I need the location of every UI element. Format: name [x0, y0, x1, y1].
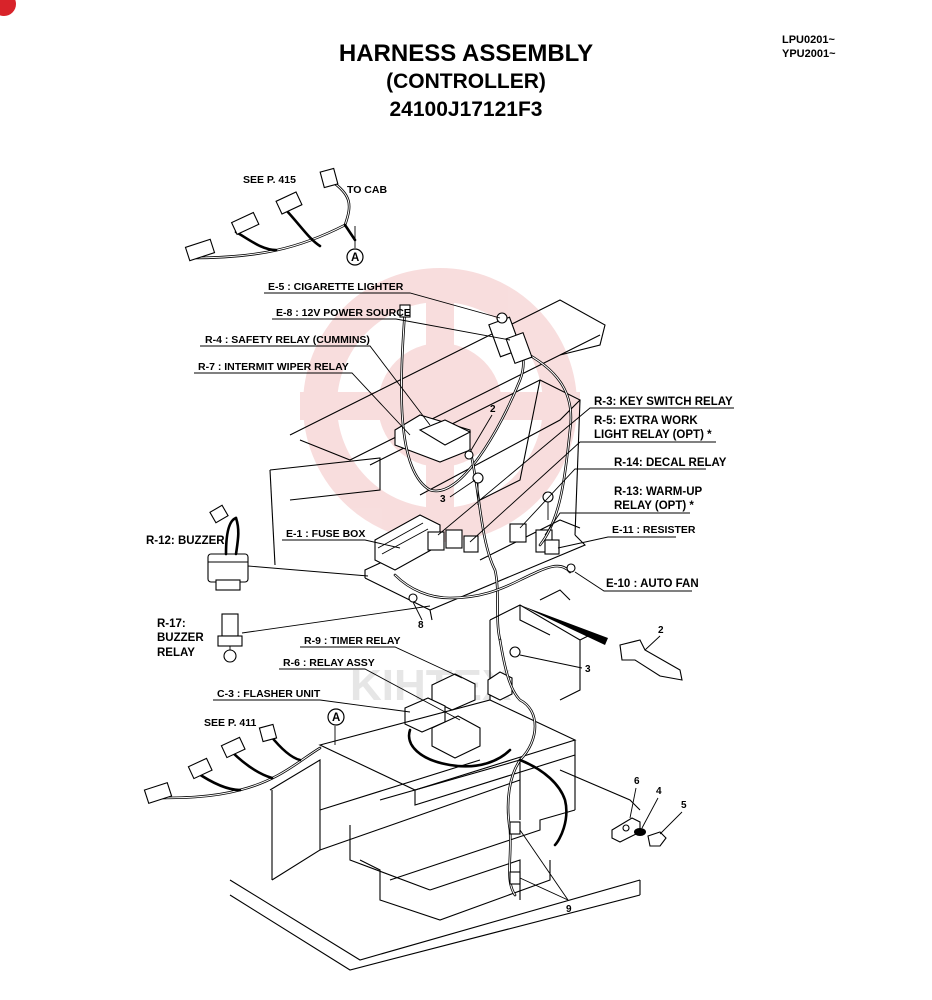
- label-r12-buzzer: R-12: BUZZER: [146, 535, 225, 547]
- label-r17-line3: RELAY: [157, 647, 195, 659]
- bolts-upper: [408, 450, 576, 603]
- bracket-clip-lower: [520, 605, 683, 681]
- ref-see-p415: SEE P. 415: [243, 174, 296, 186]
- washer-4: [634, 828, 646, 836]
- part-num-9: 9: [566, 904, 572, 915]
- part-num-5: 5: [681, 800, 687, 811]
- part-num-2-upper: 2: [490, 404, 496, 415]
- part-num-2-lower: 2: [658, 625, 664, 636]
- serial-range-1: LPU0201~: [782, 34, 835, 46]
- part-num-8: 8: [418, 620, 424, 631]
- ref-to-cab: TO CAB: [347, 184, 387, 196]
- lower-frame: [229, 699, 641, 971]
- clips-9: [509, 821, 569, 901]
- label-e8-12v-power: E-8 : 12V POWER SOURCE: [276, 307, 411, 319]
- label-r5-line1: R-5: EXTRA WORK: [594, 415, 698, 427]
- part-number: 24100J17121F3: [389, 98, 543, 121]
- cab-harness-top: [184, 167, 364, 266]
- part-num-4: 4: [656, 786, 662, 797]
- part-num-6: 6: [634, 776, 640, 787]
- label-e1-fuse-box: E-1 : FUSE BOX: [286, 528, 365, 540]
- label-e10-auto-fan: E-10 : AUTO FAN: [606, 578, 699, 590]
- clamp-6: [611, 817, 641, 843]
- serial-range-2: YPU2001~: [782, 48, 836, 60]
- label-r6-relay-assy: R-6 : RELAY ASSY: [283, 657, 375, 669]
- buzzer-r12: [207, 504, 249, 591]
- label-c3-flasher-unit: C-3 : FLASHER UNIT: [217, 688, 321, 700]
- label-e11-resister: E-11 : RESISTER: [612, 524, 696, 536]
- label-r9-timer-relay: R-9 : TIMER RELAY: [304, 635, 400, 647]
- label-r17-line1: R-17:: [157, 618, 186, 630]
- page-subtitle: (CONTROLLER): [386, 70, 546, 93]
- label-r13-line2: RELAY (OPT) *: [614, 500, 694, 512]
- label-r4-safety-relay: R-4 : SAFETY RELAY (CUMMINS): [205, 334, 370, 346]
- part-num-3-lower: 3: [585, 664, 591, 675]
- cigarette-lighter: [399, 304, 533, 364]
- part-num-3-upper: 3: [440, 494, 446, 505]
- corner-badge: [0, 0, 16, 16]
- wiper-safety-relay: [394, 414, 472, 463]
- label-r7-wiper-relay: R-7 : INTERMIT WIPER RELAY: [198, 361, 349, 373]
- ref-marker-a-bottom: A: [332, 712, 340, 724]
- label-r5-line2: LIGHT RELAY (OPT) *: [594, 429, 712, 441]
- ref-see-p411: SEE P. 411: [204, 717, 257, 729]
- label-r17-line2: BUZZER: [157, 632, 204, 644]
- label-r13-line1: R-13: WARM-UP: [614, 486, 702, 498]
- relay-cluster-mid: [427, 523, 560, 555]
- buzzer-relay-r17: [217, 613, 243, 663]
- page-title: HARNESS ASSEMBLY: [338, 40, 594, 67]
- relay-assy: [487, 671, 513, 701]
- label-e5-cigarette-lighter: E-5 : CIGARETTE LIGHTER: [268, 281, 404, 293]
- flasher-unit: [404, 697, 481, 759]
- label-r3-key-switch-relay: R-3: KEY SWITCH RELAY: [594, 396, 733, 408]
- lower-harness: [143, 638, 568, 897]
- nut-5: [647, 831, 667, 847]
- label-r14-decal-relay: R-14: DECAL RELAY: [614, 457, 727, 469]
- ref-marker-a-top: A: [351, 252, 359, 264]
